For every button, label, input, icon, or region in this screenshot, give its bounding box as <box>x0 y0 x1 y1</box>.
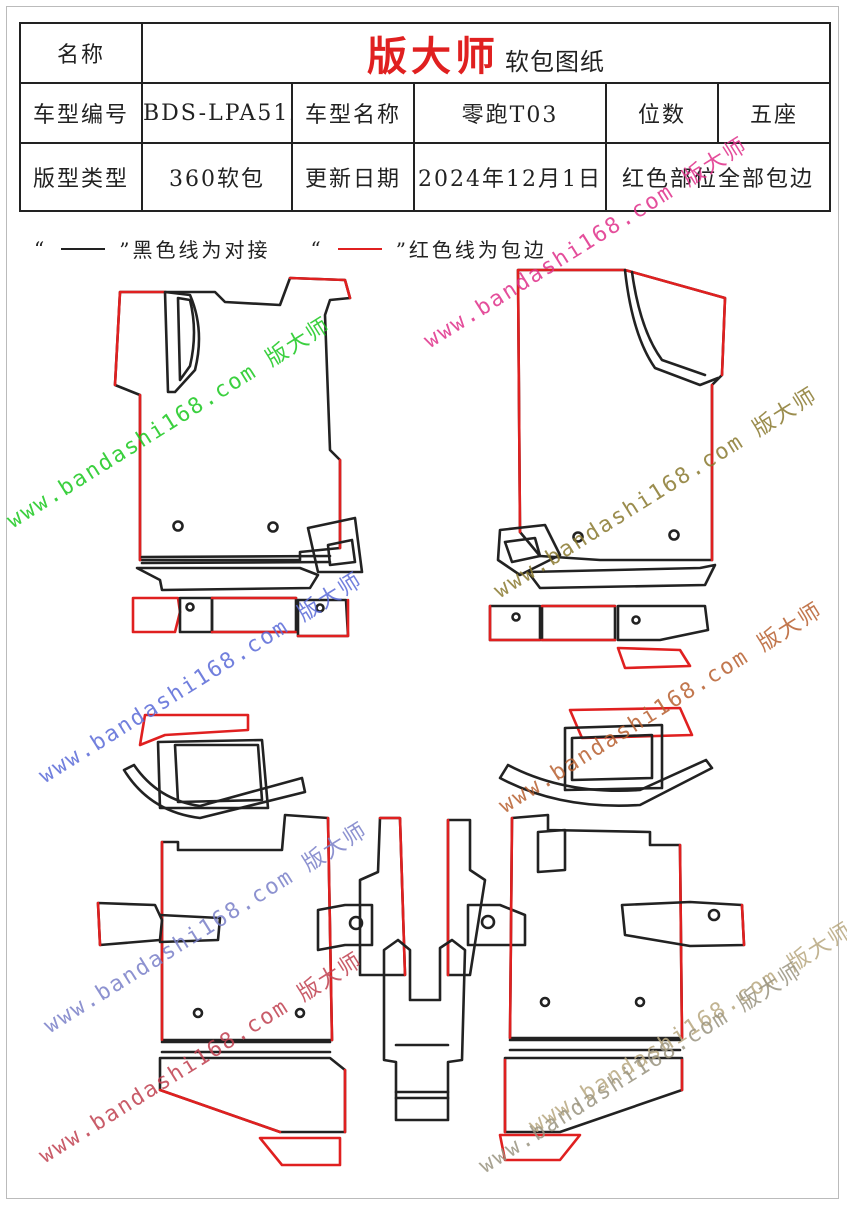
line-legend: “ ”黑色线为对接 “ ”红色线为包边 <box>34 234 547 263</box>
seats-label: 位数 <box>605 82 719 144</box>
model-name: 零跑T03 <box>413 82 607 144</box>
brand-subtitle: 软包图纸 <box>505 48 605 76</box>
type-label: 版型类型 <box>19 142 143 212</box>
update-date: 2024年12月1日 <box>413 142 607 212</box>
front-right-strips <box>488 604 710 670</box>
rear-right-mat <box>498 813 746 1162</box>
page-border <box>6 6 839 1199</box>
model-name-label: 车型名称 <box>291 82 415 144</box>
legend-black-line <box>61 247 106 250</box>
edge-note: 红色部位全部包边 <box>605 142 831 212</box>
front-left-mat <box>113 276 364 592</box>
model-code-label: 车型编号 <box>19 82 143 144</box>
front-right-mat <box>496 268 727 590</box>
model-code: BDS-LPA5122S <box>141 82 293 144</box>
legend-quote-2: “ <box>310 236 324 261</box>
brand-title: 版大师 <box>367 33 499 80</box>
second-row-right <box>498 706 714 807</box>
update-label: 更新日期 <box>291 142 415 212</box>
center-tunnel <box>316 816 527 1122</box>
legend-quote-1: “ <box>34 236 48 261</box>
legend-red-line <box>337 247 382 250</box>
rear-left-mat <box>96 813 347 1167</box>
name-label: 名称 <box>19 22 143 84</box>
title-cell: 版大师软包图纸 <box>141 22 831 84</box>
front-left-strips <box>131 596 350 638</box>
seats-value: 五座 <box>717 82 831 144</box>
legend-black-text: ”黑色线为对接 <box>119 238 271 262</box>
type-value: 360软包 <box>141 142 293 212</box>
second-row-left <box>122 713 307 820</box>
legend-red-text: ”红色线为包边 <box>395 238 547 262</box>
